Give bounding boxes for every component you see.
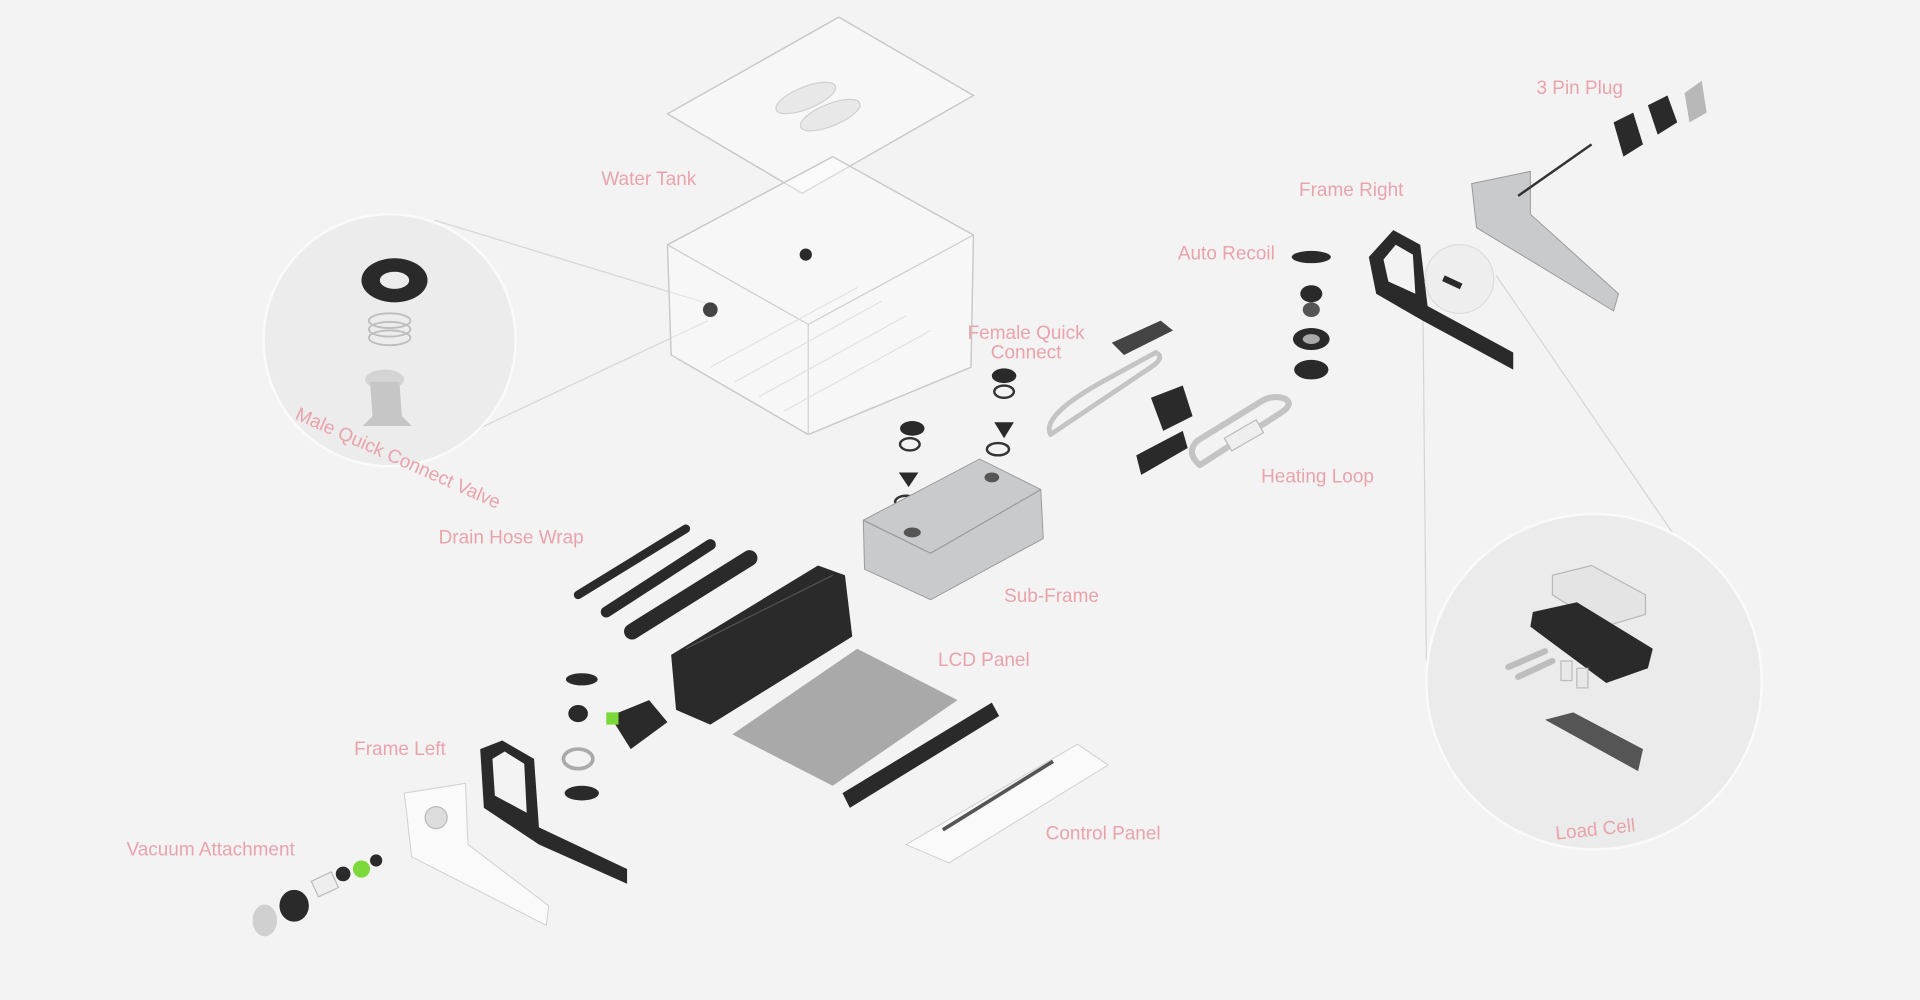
label-auto-recoil: Auto Recoil [1178, 243, 1275, 264]
label-drain-hose-wrap: Drain Hose Wrap [439, 527, 584, 548]
label-lcd-panel: LCD Panel [938, 650, 1030, 671]
male-quick-connect-valve-callout [262, 212, 517, 468]
load-cell-callout [1425, 512, 1763, 851]
frame-left [403, 740, 628, 927]
lcd-panel [732, 648, 958, 786]
vacuum-attachment [252, 854, 383, 937]
pump-assembly [1111, 320, 1193, 475]
drain-hose-wrap [573, 524, 758, 640]
label-sub-frame: Sub-Frame [1004, 586, 1099, 607]
control-panel [842, 702, 1110, 864]
heating-loop [1046, 349, 1292, 469]
sub-frame [862, 458, 1044, 601]
label-heating-loop: Heating Loop [1261, 466, 1374, 487]
callout-lines [434, 219, 1703, 661]
water-tank [666, 155, 975, 436]
label-female-quick-connect-2: Connect [991, 343, 1062, 364]
main-shell [671, 565, 853, 725]
label-three-pin-plug: 3 Pin Plug [1536, 78, 1622, 99]
label-frame-left: Frame Left [354, 739, 446, 760]
three-pin-plug [1471, 80, 1707, 312]
vacuum-pump [561, 673, 668, 801]
label-frame-right: Frame Right [1299, 180, 1404, 201]
label-water-tank: Water Tank [601, 169, 696, 190]
label-vacuum-attachment: Vacuum Attachment [126, 840, 295, 861]
water-tank-lid [665, 16, 975, 195]
label-control-panel: Control Panel [1046, 824, 1161, 845]
label-female-quick-connect-1: Female Quick [968, 323, 1086, 344]
auto-recoil [1291, 250, 1331, 380]
frame-right [1368, 230, 1514, 370]
